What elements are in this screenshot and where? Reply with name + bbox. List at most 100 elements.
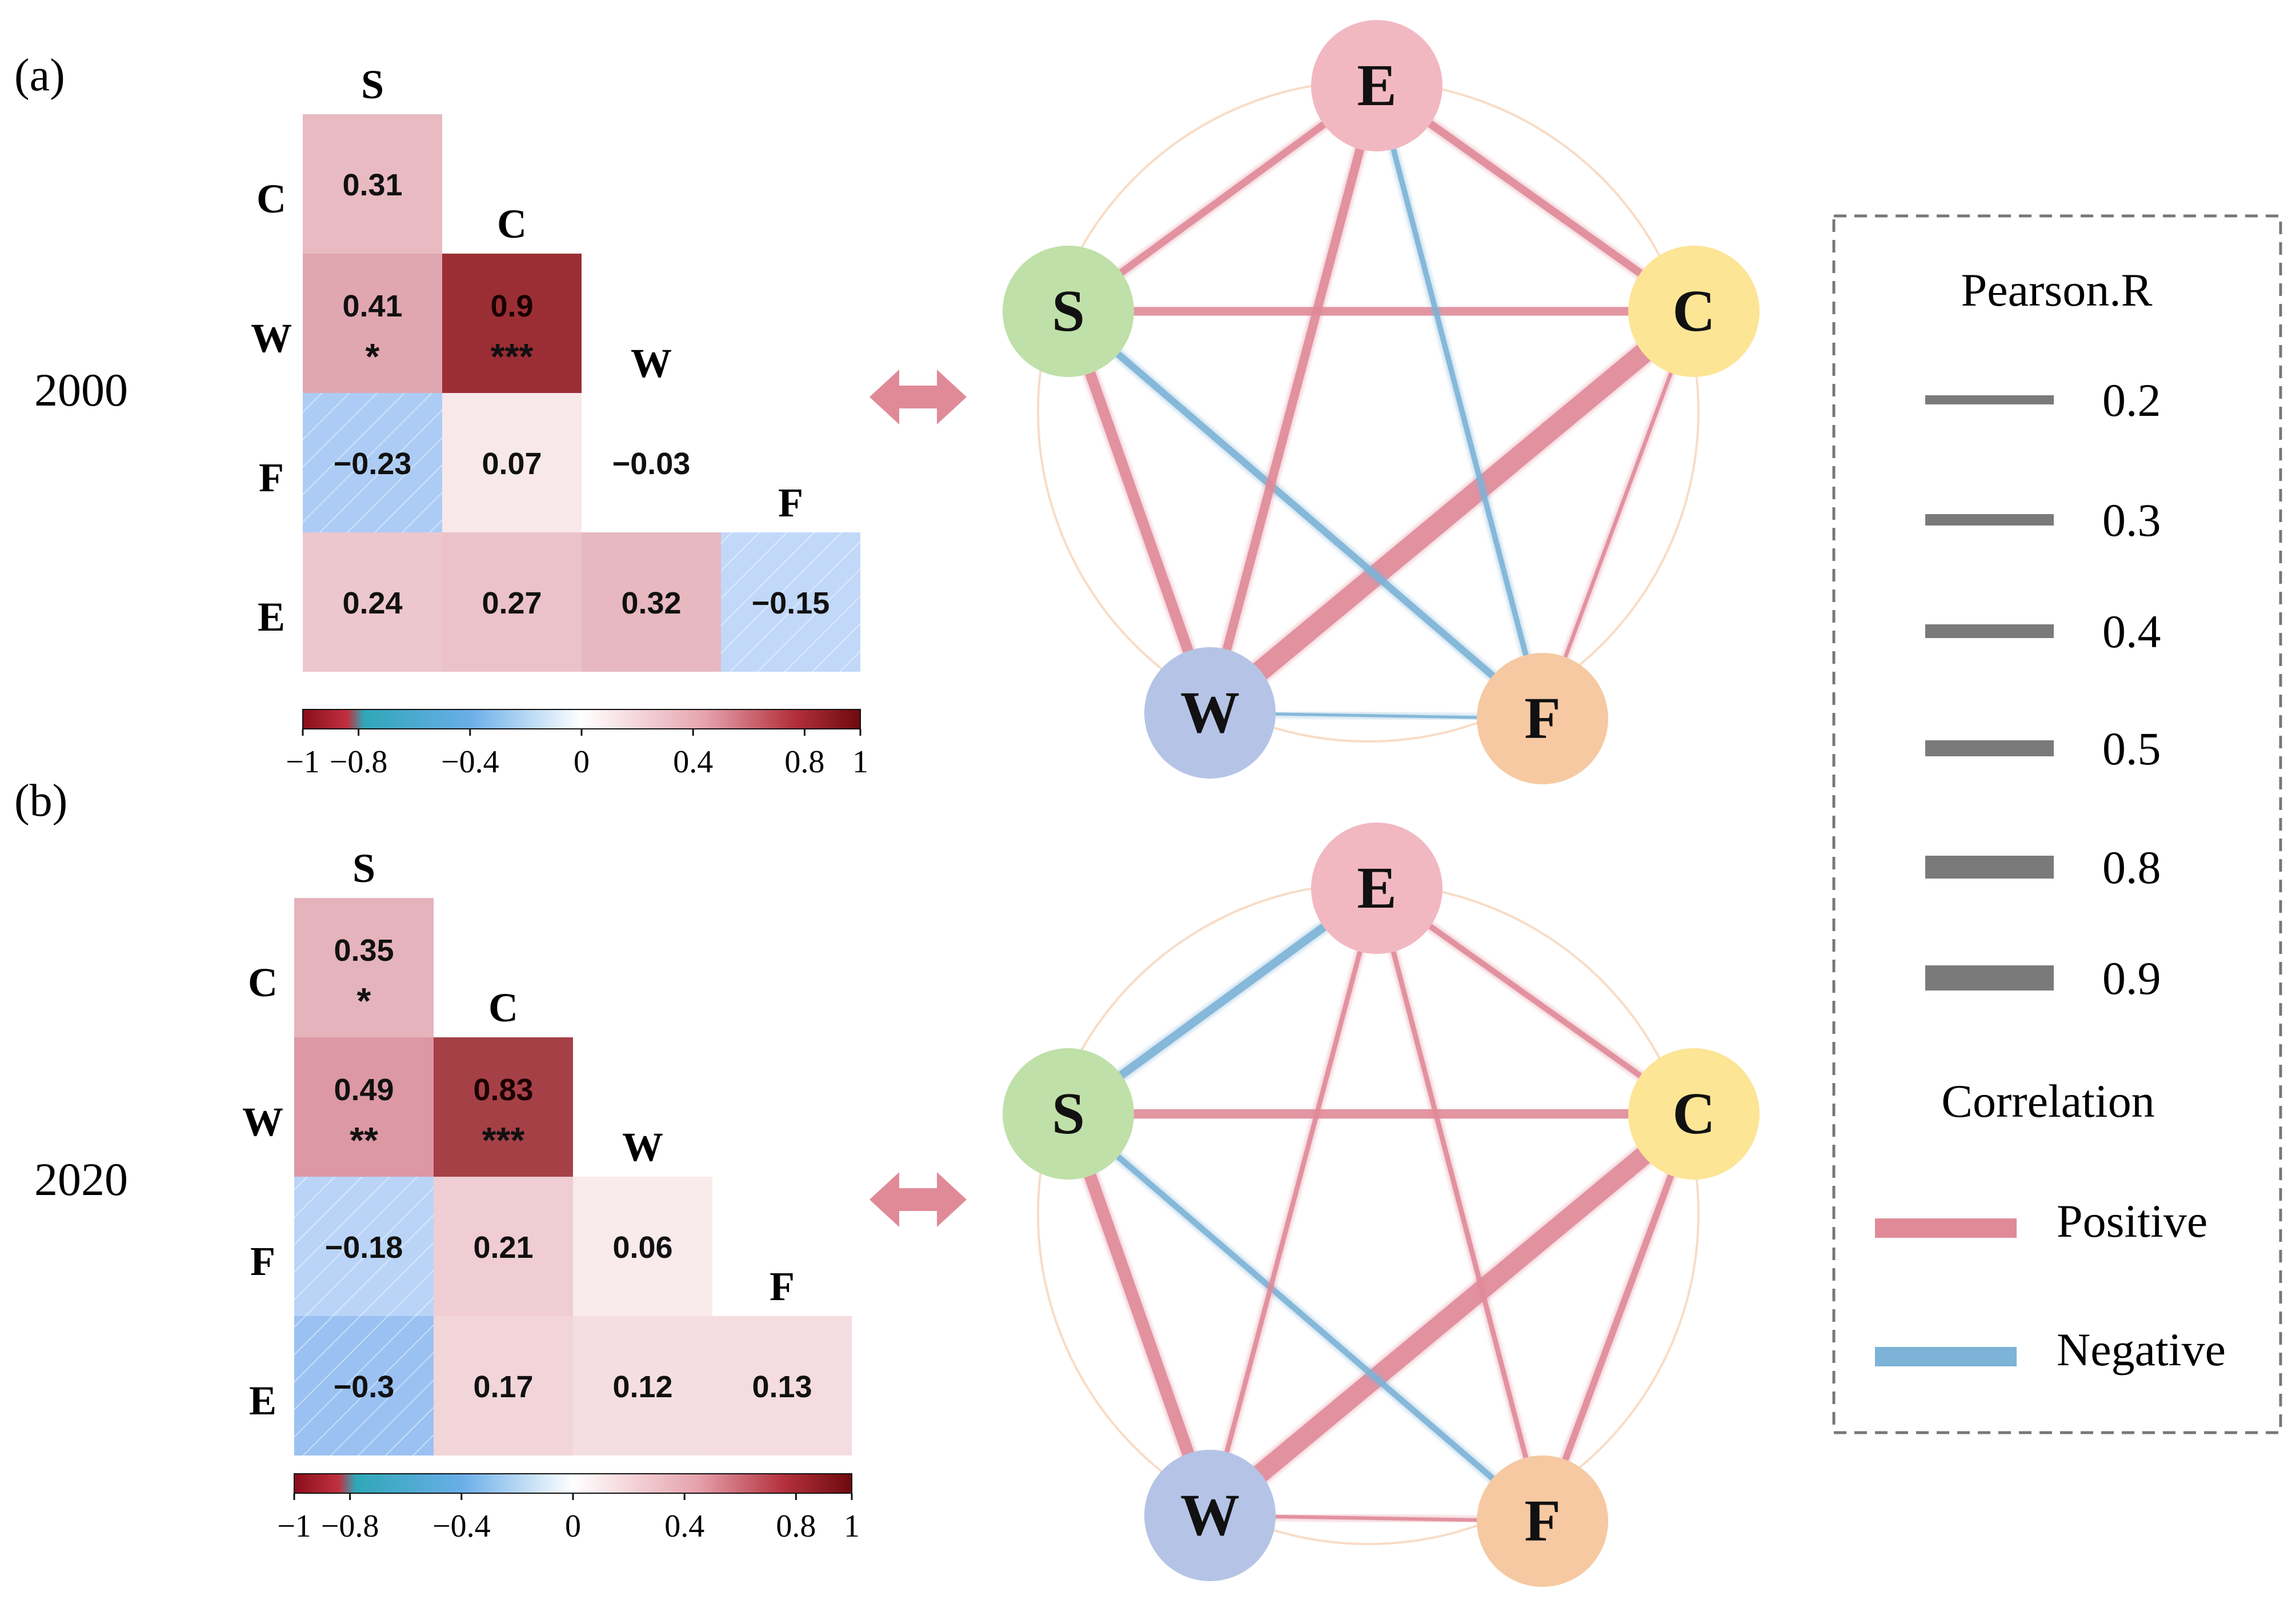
network-edge	[1203, 303, 1701, 721]
network-edge	[1063, 309, 1215, 715]
cell-value-label: −0.23	[334, 447, 412, 481]
network-edge	[1540, 310, 1696, 720]
cell-value-label: 0.12	[612, 1370, 672, 1404]
year-label: 2000	[34, 364, 128, 416]
network-node-label: E	[1357, 855, 1396, 921]
heatmap-cell	[434, 1316, 573, 1455]
legend-color-title: Correlation	[1941, 1075, 2154, 1127]
legend-positive-label: Positive	[2057, 1195, 2207, 1247]
network-node	[1003, 1048, 1134, 1180]
network-edge	[1062, 1112, 1216, 1518]
heatmap-cell	[582, 393, 721, 532]
cell-value-label: 0.13	[752, 1370, 812, 1404]
legend-width-label: 0.4	[2102, 605, 2161, 657]
network-node	[1003, 246, 1134, 377]
heatmap-cell	[303, 532, 442, 672]
network-node	[1311, 823, 1442, 954]
colorbar-tick-label: −0.8	[330, 744, 388, 780]
cell-value-label: 0.9	[490, 289, 533, 323]
legend-negative-label: Negative	[2057, 1324, 2226, 1376]
colorbar-tick-label: 0.4	[673, 744, 713, 780]
network-guide-circle	[1037, 80, 1700, 743]
significance-stars: *	[357, 980, 371, 1021]
legend-width-label: 0.9	[2102, 952, 2161, 1004]
cell-value-label: 0.41	[342, 289, 402, 323]
cell-value-label: 0.49	[334, 1073, 394, 1107]
colorbar-tick-label: 0.4	[664, 1509, 704, 1544]
legend-width-label: 0.2	[2102, 374, 2161, 426]
network-edge	[1066, 1112, 1545, 1523]
cell-value-label: −0.3	[334, 1370, 395, 1404]
heatmap-cell	[582, 532, 721, 672]
heatmap-cell	[303, 254, 442, 393]
colorbar-tick-label: 0.8	[776, 1509, 816, 1544]
heatmap-cell	[434, 1037, 573, 1177]
negative-hatch	[303, 393, 442, 532]
significance-stars: ***	[482, 1120, 525, 1161]
network-node-label: S	[1052, 278, 1085, 344]
colorbar-tick-label: 0	[565, 1509, 581, 1544]
cell-value-label: 0.32	[621, 586, 681, 620]
row-label: E	[258, 594, 285, 640]
network-node-label: E	[1357, 53, 1396, 118]
cell-value-label: 0.31	[342, 168, 402, 202]
network-node-label: F	[1524, 685, 1561, 751]
negative-hatch	[294, 1316, 434, 1455]
column-label: F	[770, 1264, 795, 1309]
network-node-label: F	[1524, 1488, 1561, 1554]
legend-width-label: 0.3	[2102, 494, 2161, 546]
network-edge	[1204, 1106, 1700, 1523]
legend-width-label: 0.5	[2102, 723, 2161, 775]
legend-width-items: 0.20.30.40.50.80.9	[1925, 374, 2161, 1004]
network-edge	[1374, 85, 1545, 720]
cell-value-label: −0.03	[612, 447, 691, 481]
row-label: F	[250, 1238, 275, 1284]
network-node	[1628, 1048, 1760, 1180]
row-label: W	[251, 315, 292, 361]
colorbar-tick-label: −0.8	[321, 1509, 379, 1544]
legend: Pearson.R 0.20.30.40.50.80.9 Correlation…	[1832, 214, 2282, 1434]
network-node	[1144, 647, 1276, 779]
colorbar-gradient	[294, 1473, 852, 1494]
significance-stars: **	[350, 1120, 378, 1161]
network-guide-circle	[1037, 883, 1700, 1545]
heatmap-cell	[303, 114, 442, 254]
network-node-label: S	[1052, 1081, 1085, 1146]
colorbar-tick-label: −1	[277, 1509, 311, 1544]
column-label: F	[778, 480, 803, 526]
cell-value-label: 0.07	[482, 447, 542, 481]
legend-frame	[1832, 214, 2282, 1434]
cell-value-label: 0.83	[473, 1073, 533, 1107]
cell-value-label: 0.27	[482, 586, 542, 620]
heatmap-cell	[573, 1316, 712, 1455]
network-node	[1311, 20, 1442, 151]
network-edge	[1205, 85, 1381, 714]
heatmap-cell	[573, 1177, 712, 1316]
column-label: C	[497, 201, 527, 247]
heatmap-cell	[294, 1037, 434, 1177]
network-node-label: W	[1180, 1482, 1240, 1548]
colorbar-tick-label: 1	[844, 1509, 860, 1544]
colorbar-tick-label: −0.4	[441, 744, 499, 780]
colorbar-gradient	[302, 709, 861, 729]
column-label: C	[488, 985, 518, 1030]
network-edge	[1207, 887, 1380, 1517]
colorbar-tick-label: 0.8	[784, 744, 824, 780]
colorbar-tick-label: −0.4	[432, 1509, 491, 1544]
colorbar: −1 −0.8 −0.4 0 0.4 0.8 1	[277, 1473, 860, 1544]
panel-label: (b)	[14, 776, 67, 826]
cell-value-label: −0.15	[752, 586, 830, 620]
colorbar-tick-label: 1	[852, 744, 868, 780]
network-edges	[1061, 81, 1702, 723]
network-node	[1477, 653, 1608, 784]
cell-value-label: 0.17	[473, 1370, 533, 1404]
row-label: E	[249, 1378, 277, 1423]
legend-width-title: Pearson.R	[1961, 264, 2153, 316]
heatmap-cell	[442, 254, 582, 393]
cell-value-label: 0.06	[612, 1230, 672, 1265]
